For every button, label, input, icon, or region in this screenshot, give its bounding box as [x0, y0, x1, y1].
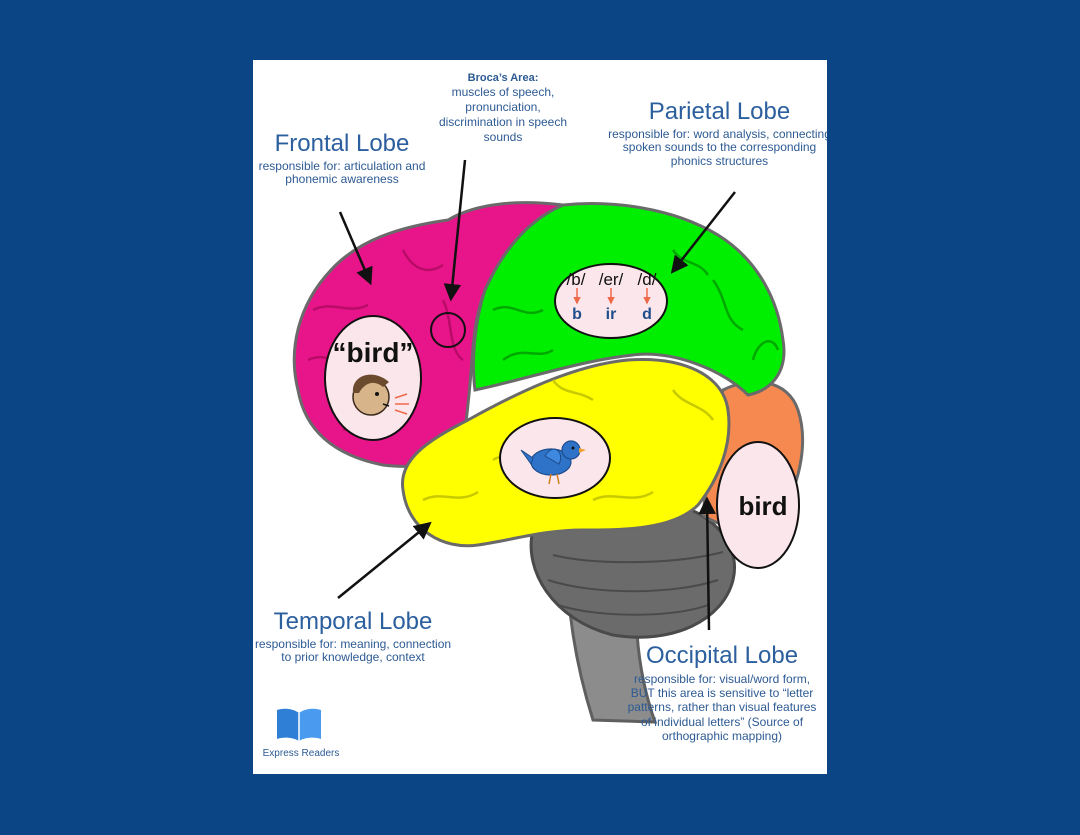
broca-area-marker	[430, 312, 466, 348]
temporal-title: Temporal Lobe	[273, 608, 433, 635]
occipital-title: Occipital Lobe	[645, 642, 799, 669]
occipital-desc: responsible for: visual/word form, BUT t…	[627, 671, 817, 744]
infographic-card: “bird” /b/ /er/ /d/ b ir d	[253, 60, 827, 774]
frontal-desc: responsible for: articulation and phonem…	[258, 158, 426, 187]
bluebird-icon	[520, 440, 586, 485]
grapheme-3: d	[642, 306, 652, 323]
phoneme-2: /er/	[599, 270, 624, 289]
frontal-lobe-label: Frontal Lobe responsible for: articulati…	[253, 130, 431, 187]
temporal-desc: responsible for: meaning, connection to …	[254, 636, 452, 665]
occipital-word: bird	[738, 491, 787, 521]
broca-desc: muscles of speech, pronunciation, discri…	[438, 84, 568, 144]
frontal-title: Frontal Lobe	[274, 130, 410, 157]
broca-area-label: Broca’s Area: muscles of speech, pronunc…	[433, 72, 573, 145]
grapheme-2: ir	[606, 306, 617, 323]
temporal-arrow	[337, 521, 432, 599]
phoneme-3: /d/	[638, 270, 657, 289]
open-book-icon	[277, 708, 321, 741]
temporal-lobe-label: Temporal Lobe responsible for: meaning, …	[253, 608, 453, 665]
brain-diagram: “bird” /b/ /er/ /d/ b ir d	[292, 159, 805, 724]
phoneme-1: /b/	[567, 270, 586, 289]
parietal-title: Parietal Lobe	[648, 98, 791, 125]
frontal-word: “bird”	[333, 337, 414, 368]
broca-arrow	[443, 159, 467, 302]
frontal-arrow	[338, 211, 373, 286]
brand-name: Express Readers	[262, 748, 340, 759]
grapheme-1: b	[572, 306, 582, 323]
parietal-arrow	[670, 191, 736, 274]
occipital-bubble	[716, 441, 800, 569]
parietal-lobe-label: Parietal Lobe responsible for: word anal…	[607, 98, 827, 169]
occipital-arrow	[698, 496, 716, 631]
occipital-lobe-label: Occipital Lobe responsible for: visual/w…	[623, 642, 821, 744]
speaking-boy-icon	[352, 374, 409, 416]
parietal-desc: responsible for: word analysis, connecti…	[608, 126, 827, 169]
broca-title: Broca’s Area:	[467, 72, 539, 84]
